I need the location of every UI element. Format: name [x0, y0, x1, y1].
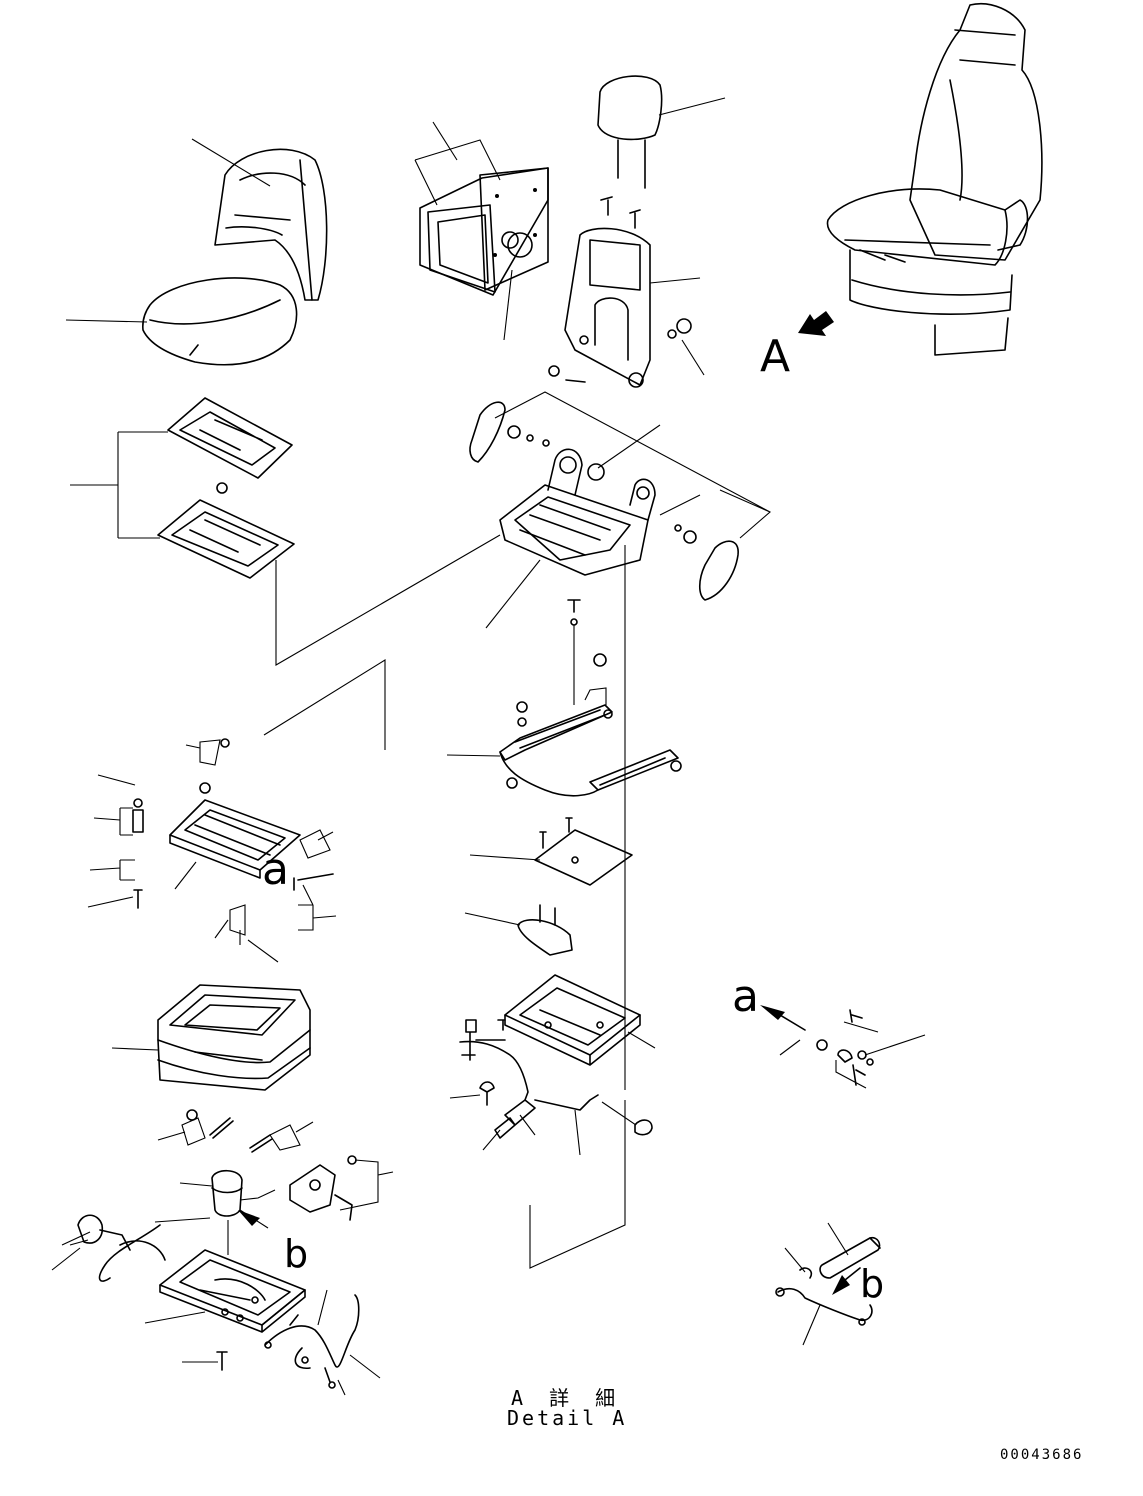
shaft-part[interactable] [249, 1134, 273, 1153]
bracket-leader [269, 1121, 314, 1151]
leader-line [111, 1047, 159, 1051]
bracket-leader [157, 1117, 206, 1146]
sensor-cable-part[interactable] [775, 1267, 873, 1326]
seat-back-cover-part[interactable] [214, 148, 328, 301]
callout-arrow [760, 1005, 806, 1031]
leader-line [446, 754, 501, 757]
bolt-part[interactable] [293, 873, 334, 891]
leader-line [469, 854, 541, 861]
connection-line [239, 1189, 276, 1229]
leader-line [191, 138, 271, 187]
callout-a-upper: a [262, 844, 289, 895]
bracket-leader [339, 1159, 394, 1211]
seat-frame-part[interactable] [499, 448, 656, 576]
bracket-leader [70, 431, 168, 539]
leader-line [174, 861, 197, 890]
bracket-leader [93, 774, 136, 836]
bracket-leader [584, 687, 607, 705]
seat-pan-upper-part[interactable] [167, 397, 293, 479]
leader-line [649, 277, 701, 284]
leader-line [658, 97, 726, 116]
seat-cushion-cover-part[interactable] [142, 277, 298, 366]
view-direction-arrow [798, 311, 834, 336]
connector-part[interactable] [461, 1019, 506, 1061]
bracket-leader [299, 829, 334, 859]
spacer-part[interactable] [132, 798, 144, 833]
bolt-part[interactable] [133, 889, 143, 909]
leader-line [65, 319, 148, 323]
bolt-part[interactable] [216, 1351, 228, 1371]
recline-lever-left-part[interactable] [469, 401, 550, 463]
leader-line [485, 559, 541, 629]
bracket-leader [239, 930, 279, 963]
leader-line [503, 269, 513, 341]
bolt-part[interactable] [479, 1081, 495, 1106]
suspension-upper-frame-part[interactable] [169, 738, 301, 879]
caption-english: Detail A [507, 1406, 628, 1430]
damper-part[interactable] [211, 1169, 243, 1217]
connection-line [275, 534, 501, 666]
bracket-leader [51, 1217, 211, 1271]
connection-line [529, 1100, 626, 1269]
leader-line [802, 1304, 821, 1346]
sensor-harness-part[interactable] [459, 1040, 599, 1139]
leader-line [144, 1311, 206, 1324]
bracket-leader [494, 391, 772, 539]
callout-b-left: b [284, 1232, 309, 1276]
leader-line [681, 339, 705, 376]
drawing-number: 00043686 [1000, 1447, 1084, 1463]
view-label: A [760, 331, 791, 382]
leader-line [827, 1222, 849, 1256]
connection-line [263, 659, 386, 750]
bolt-part[interactable] [567, 599, 581, 626]
bracket-leader [185, 739, 221, 766]
leader-line [449, 1094, 481, 1099]
callout-a-lower: a [732, 971, 759, 1022]
shaft-part[interactable] [186, 1109, 234, 1139]
bracket-leader [414, 121, 501, 206]
bracket-leader [87, 859, 135, 908]
complete-seat-assembly[interactable] [826, 3, 1043, 356]
bracket-leader [835, 1021, 926, 1089]
cover-plate-part[interactable] [534, 817, 633, 886]
clip-part[interactable] [634, 1119, 653, 1136]
wire-harness-part[interactable] [264, 1294, 360, 1389]
callout-arrow [832, 1267, 861, 1295]
back-frame-part[interactable] [564, 227, 651, 388]
leader-line [519, 1114, 536, 1136]
sleeve-part[interactable] [819, 1236, 881, 1279]
bracket-leader [214, 904, 246, 939]
leader-line [574, 1109, 581, 1156]
back-cover-panel-part[interactable] [419, 167, 549, 296]
callout-arrow [238, 1210, 260, 1226]
height-lever-part[interactable] [77, 1214, 166, 1282]
nut-part[interactable] [667, 318, 692, 339]
leader-line [601, 1101, 637, 1126]
caption-japanese: A 詳 細 [511, 1386, 623, 1410]
leader-line [464, 912, 521, 926]
leader-line [597, 424, 661, 469]
bracket-leader [317, 1289, 381, 1396]
headrest-part[interactable] [597, 75, 663, 229]
callout-b-right: b [860, 1262, 885, 1306]
base-plate-part[interactable] [159, 1249, 306, 1333]
valve-bracket-part[interactable] [289, 1155, 357, 1221]
leader-line [779, 1039, 801, 1056]
bracket-part[interactable] [517, 904, 573, 956]
suspension-bellows-part[interactable] [157, 984, 311, 1091]
slide-rail-assembly-part[interactable] [499, 701, 682, 797]
seat-pan-lower-part[interactable] [157, 482, 295, 579]
lower-slide-plate-part[interactable] [504, 974, 641, 1066]
nut-part[interactable] [593, 653, 607, 667]
bracket-leader [298, 884, 337, 931]
recline-lever-right-part[interactable] [674, 524, 739, 601]
leader-line [179, 1182, 213, 1187]
leader-line [482, 1129, 501, 1151]
bolt-part[interactable] [548, 365, 586, 383]
recline-knob-part[interactable] [501, 231, 533, 258]
leader-line [627, 1031, 656, 1049]
fitting-part[interactable] [816, 1009, 874, 1086]
leader-line [784, 1247, 806, 1273]
